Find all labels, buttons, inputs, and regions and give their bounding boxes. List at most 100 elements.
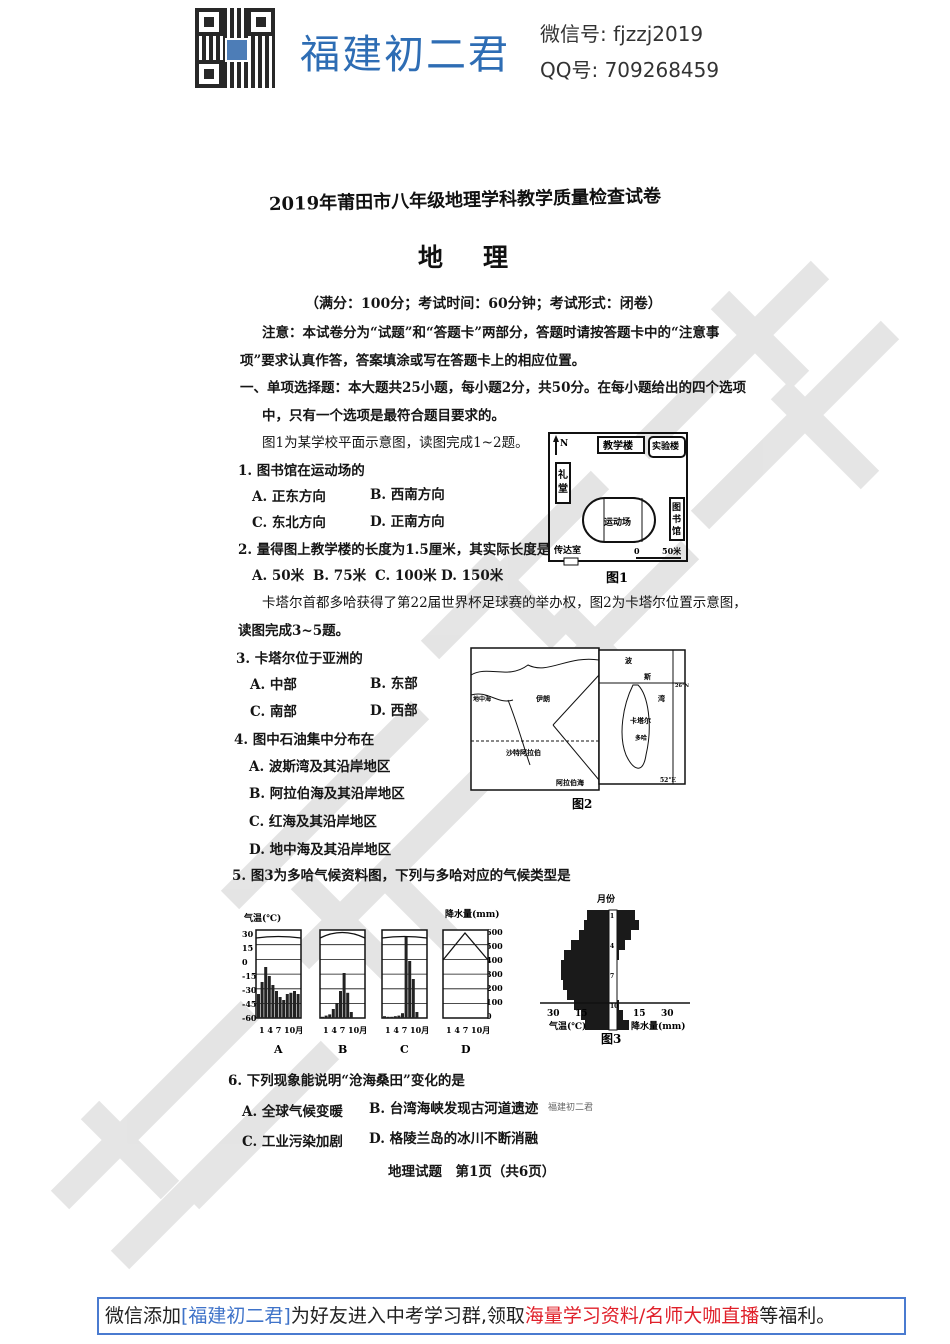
precip-bar	[346, 992, 350, 1018]
precip-bar	[324, 1015, 328, 1018]
precip-tick: 200	[486, 983, 503, 993]
precip-axis-title: 降水量(mm)	[445, 908, 500, 920]
temp-tick: 30	[547, 1009, 560, 1019]
q4-option-b[interactable]: B. 阿拉伯海及其沿岸地区	[249, 786, 405, 802]
temperature-curve	[381, 935, 428, 939]
temp-tick: -60	[242, 1013, 257, 1023]
q1-option-b[interactable]: B. 西南方向	[370, 487, 445, 503]
precip-tick: 500	[486, 941, 503, 951]
q2-option-b[interactable]: B. 75米	[313, 568, 367, 584]
question-5: 5. 图3为多哈气候资料图，下列与多哈对应的气候类型是	[232, 868, 571, 884]
q3-option-c[interactable]: C. 南部	[250, 704, 297, 720]
q1-option-c[interactable]: C. 东北方向	[252, 515, 326, 531]
figure-3-climate-options: 气温(℃)降水量(mm)30150-15-30-45-6060050040030…	[242, 908, 503, 1056]
temp-tick: -15	[242, 971, 256, 981]
temperature-bar	[587, 910, 609, 920]
month-axis-title: 月份	[596, 893, 616, 905]
exam-title: 2019年莆田市八年级地理学科教学质量检查试卷	[268, 185, 662, 216]
precip-bar	[415, 1012, 419, 1018]
month-ticks: 1 4 7 10月	[385, 1025, 429, 1035]
q4-option-a[interactable]: A. 波斯湾及其沿岸地区	[249, 759, 391, 775]
label-mediterranean: 地中海	[473, 695, 491, 703]
promo-text-3: 等福利。	[759, 1305, 836, 1327]
temperature-bar	[561, 970, 609, 980]
precip-tick: 300	[486, 969, 503, 979]
label-latitude: 26°N	[675, 683, 689, 689]
label-saudi-arabia: 沙特阿拉伯	[506, 748, 541, 757]
precipitation-bar	[617, 930, 631, 940]
precipitation-bar	[617, 1010, 623, 1020]
precip-bar	[264, 967, 268, 1018]
precip-bar	[339, 991, 342, 1018]
precip-bar	[278, 997, 282, 1018]
qq-id: QQ号: 709268459	[540, 58, 720, 82]
promo-banner: 微信添加[福建初二君]为好友进入中考学习群,领取海量学习资料/名师大咖直播等福利…	[97, 1297, 906, 1335]
month-ticks: 1 4 7 10月	[259, 1025, 303, 1035]
temperature-bar	[567, 990, 609, 1000]
precip-bar	[411, 979, 415, 1018]
teaching-building-label: 教学楼	[602, 439, 633, 452]
label-longitude: 52°E	[660, 777, 676, 784]
scale-zero: 0	[634, 546, 640, 556]
notice-line-1: 注意：本试卷分为“试题”和“答题卡”两部分，答题时请按答题卡中的“注意事	[262, 325, 720, 341]
intro-q1-2: 图1为某学校平面示意图，读图完成1~2题。	[262, 435, 529, 451]
precip-bar	[296, 994, 300, 1018]
temperature-bar	[564, 950, 609, 960]
q3-option-d[interactable]: D. 西部	[370, 703, 418, 719]
q6-option-b[interactable]: B. 台湾海峡发现古河道遗迹	[369, 1101, 539, 1117]
label-persian-gulf-1: 波	[625, 656, 633, 665]
label-iran: 伊朗	[535, 694, 550, 703]
q2-option-d[interactable]: D. 150米	[441, 568, 504, 584]
question-1: 1. 图书馆在运动场的	[238, 463, 365, 479]
q1-option-a[interactable]: A. 正东方向	[252, 489, 326, 505]
question-3: 3. 卡塔尔位于亚洲的	[236, 651, 363, 667]
precip-tick: 15	[633, 1009, 646, 1019]
q3-option-b[interactable]: B. 东部	[370, 676, 418, 692]
chart-letter: B	[338, 1043, 347, 1056]
intro-q3-5-line-2: 读图完成3~5题。	[238, 623, 350, 639]
label-persian-gulf-2: 斯	[644, 672, 651, 681]
q4-option-d[interactable]: D. 地中海及其沿岸地区	[249, 842, 392, 858]
guardroom-label: 传达室	[553, 544, 581, 556]
precip-bar	[257, 994, 260, 1018]
wechat-id: 微信号: fjzzj2019	[540, 22, 704, 46]
q6-option-d[interactable]: D. 格陵兰岛的冰川不断消融	[369, 1131, 539, 1147]
precipitation-bar	[617, 1000, 619, 1010]
month-mark: 10	[610, 1003, 618, 1010]
precip-bar	[267, 976, 271, 1018]
temperature-bar	[574, 1000, 609, 1010]
precip-bar	[328, 1014, 332, 1018]
temp-tick: -45	[242, 999, 256, 1009]
precip-tick: 30	[661, 1009, 674, 1019]
precip-bar	[289, 992, 293, 1018]
q2-option-c[interactable]: C. 100米	[375, 568, 437, 584]
exam-subject: 地理	[418, 243, 549, 272]
q2-option-a[interactable]: A. 50米	[252, 568, 305, 584]
precipitation-bar	[617, 1020, 629, 1030]
q4-option-c[interactable]: C. 红海及其沿岸地区	[249, 814, 377, 830]
figure-3-caption: 图3	[601, 1032, 621, 1046]
precip-tick: 100	[486, 997, 503, 1007]
q1-option-d[interactable]: D. 正南方向	[370, 514, 445, 530]
temp-axis-title: 气温(℃)	[243, 912, 281, 924]
temp-tick: 15	[575, 1009, 588, 1019]
precip-tick: 400	[486, 955, 503, 965]
precipitation-bar	[617, 920, 639, 930]
question-2: 2. 量得图上教学楼的长度为1.5厘米，其实际长度是	[238, 542, 551, 558]
q6-option-a[interactable]: A. 全球气候变暖	[242, 1104, 343, 1120]
figure-2-qatar-map: 地中海 伊朗 沙特阿拉伯 阿拉伯海 波 斯 湾 卡塔尔 多哈 26°N 52°E…	[470, 647, 689, 811]
q3-option-a[interactable]: A. 中部	[250, 677, 297, 693]
precip-bar	[321, 1016, 324, 1018]
precip-bar	[282, 1000, 286, 1018]
precip-bar	[331, 1009, 335, 1018]
precip-bar	[275, 991, 278, 1018]
month-mark: 7	[610, 973, 614, 980]
temperature-curve	[255, 935, 302, 939]
north-label: N	[560, 439, 568, 449]
precip-bar	[342, 973, 346, 1018]
month-ticks: 1 4 7 10月	[323, 1025, 367, 1035]
question-4: 4. 图中石油集中分布在	[234, 732, 375, 748]
question-6: 6. 下列现象能说明“沧海桑田”变化的是	[228, 1073, 465, 1089]
q6-option-c[interactable]: C. 工业污染加剧	[242, 1134, 343, 1150]
